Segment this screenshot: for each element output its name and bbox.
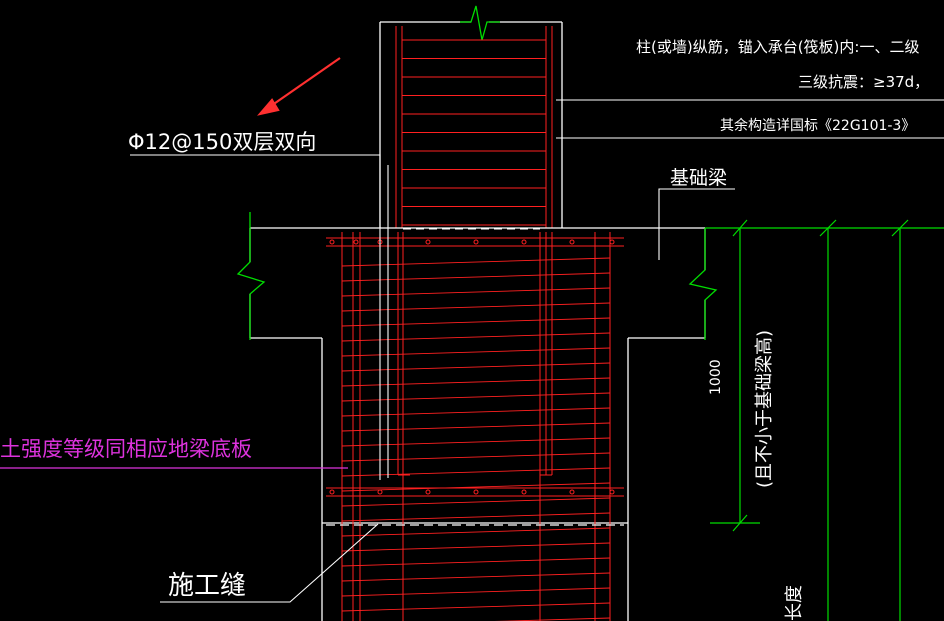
rebar-dot (425, 239, 431, 245)
cap-rebar-verticals (341, 232, 611, 621)
cap-tie (341, 437, 611, 447)
cap-tie (341, 302, 611, 312)
cap-tie (341, 497, 611, 507)
foundation-beam-label: 基础梁 (670, 167, 727, 189)
note-line-2: 三级抗震：≥37d， (798, 73, 929, 91)
cap-tie (494, 617, 611, 621)
rebar-dot (353, 239, 359, 245)
rebar-dot (521, 239, 527, 245)
rebar-dot (473, 239, 479, 245)
cap-tie (341, 467, 611, 477)
cap-tie (341, 272, 611, 282)
column-rebar (395, 26, 553, 228)
rebar-dot (569, 239, 575, 245)
cap-tie (341, 557, 611, 567)
cap-rebar-horizontals (326, 237, 624, 497)
dimension-value: 1000 (708, 359, 724, 395)
red-arrow (257, 57, 341, 116)
cap-tie (341, 347, 611, 357)
dimension-note: (且不小于基础梁高) (754, 330, 775, 488)
note-line-3: 其余构造详国标《22G101-3》 (720, 117, 915, 134)
cap-tie (341, 407, 611, 417)
bottom-right-partial-label: 长度 (784, 585, 805, 621)
column-outline (379, 21, 563, 228)
column-break-symbol (460, 5, 500, 41)
rebar-spec-label: Φ12@150双层双向 (128, 130, 316, 154)
leader-lines (130, 99, 944, 603)
rebar-dot (473, 489, 479, 495)
rebar-dot (329, 239, 335, 245)
cap-tie (341, 527, 611, 537)
rebar-dot (425, 489, 431, 495)
column-ties (402, 39, 546, 226)
cap-tie (341, 572, 611, 582)
right-break-symbol (688, 228, 718, 340)
cap-tie (341, 377, 611, 387)
cap-tie (341, 512, 611, 522)
cap-tie (341, 452, 611, 462)
cap-tie (341, 542, 611, 552)
note-line-1: 柱(或墙)纵筋，锚入承台(筏板)内:一、二级 (636, 38, 919, 56)
rebar-dot (609, 489, 615, 495)
cap-tie (341, 602, 611, 612)
cap-tie (341, 422, 611, 432)
cap-tie (341, 287, 611, 297)
rebar-dot (377, 489, 383, 495)
left-break-symbol (236, 212, 266, 340)
cap-tie (341, 317, 611, 327)
cap-tie (341, 332, 611, 342)
cap-tie (341, 362, 611, 372)
cap-tie (341, 392, 611, 402)
dimension-lines (705, 219, 944, 621)
rebar-dot (609, 239, 615, 245)
cap-tie (341, 257, 611, 267)
cap-ties (341, 257, 611, 621)
rebar-dot (521, 489, 527, 495)
construction-joint-label: 施工缝 (168, 571, 246, 601)
rebar-dot (569, 489, 575, 495)
cap-tie (341, 587, 611, 597)
concrete-grade-note: 土强度等级同相应地梁底板 (0, 437, 252, 461)
rebar-dot (329, 489, 335, 495)
cap-tie (341, 482, 611, 492)
cap-rebar-dots (329, 239, 615, 495)
